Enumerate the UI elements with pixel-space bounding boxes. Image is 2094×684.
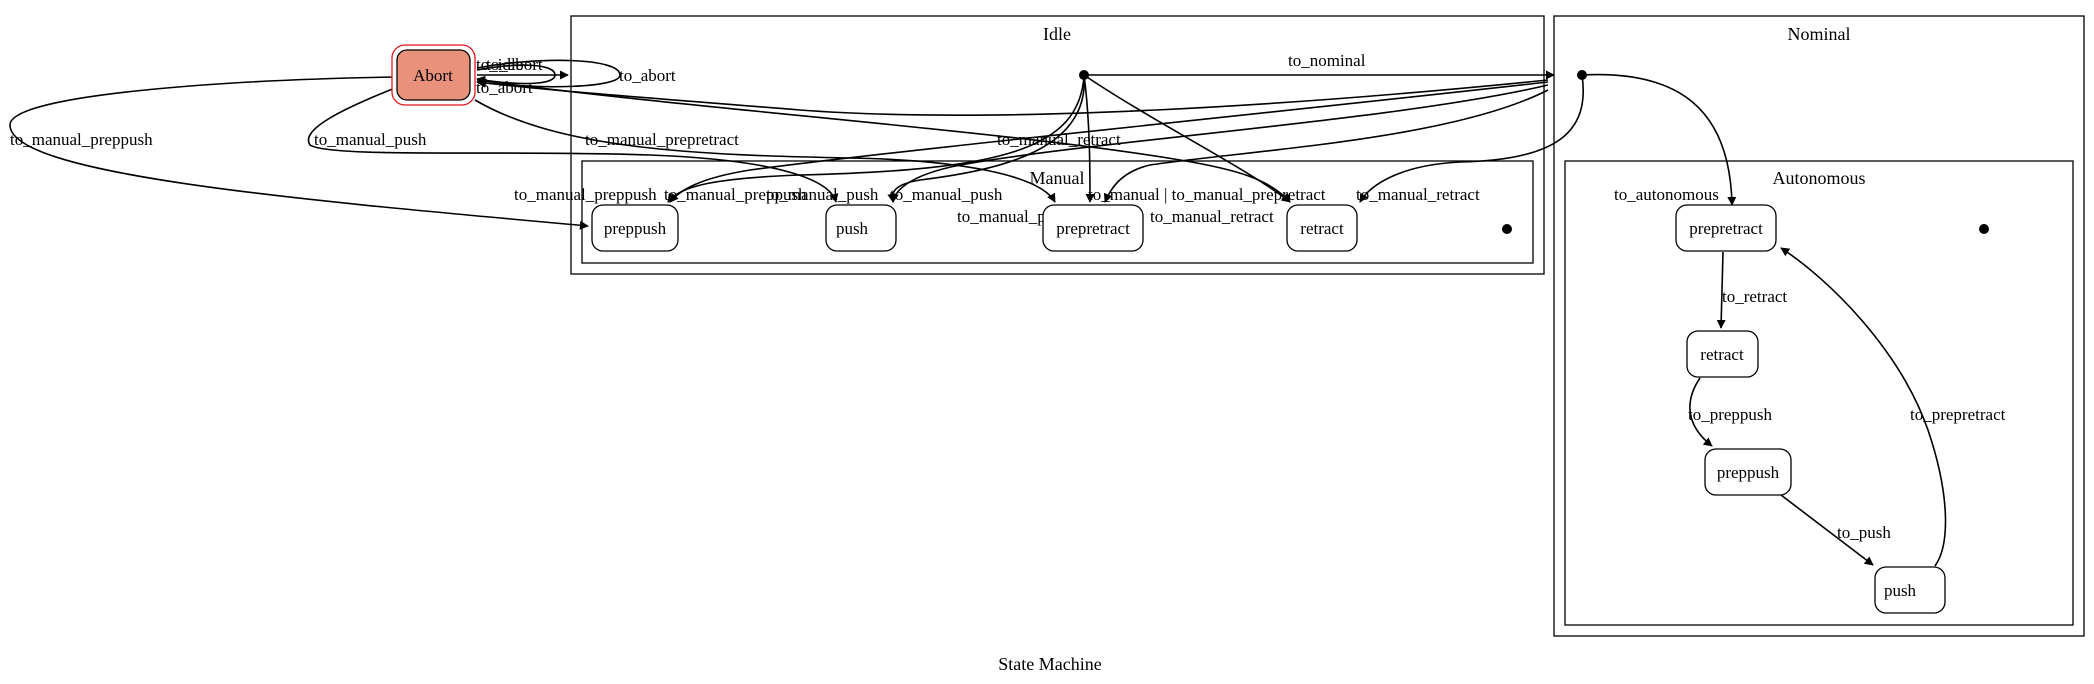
state-manual-prepretract[interactable]: prepretract — [1042, 204, 1144, 252]
label-abort-to-abort-c: to_abort — [476, 78, 533, 97]
state-auto-prepretract-label: prepretract — [1689, 219, 1763, 238]
label-to-autonomous: to_autonomous — [1614, 185, 1719, 204]
edge-abort-manual-prepretract — [474, 99, 1056, 203]
label-abort-manual-retract: to_manual_retract — [997, 130, 1121, 149]
state-auto-prepretract[interactable]: prepretract — [1675, 204, 1777, 252]
edge-nominal-manual-push — [889, 84, 1549, 203]
state-auto-preppush[interactable]: preppush — [1704, 448, 1792, 496]
edge-nominal-manual-preppush — [669, 81, 1549, 203]
edge-to-push — [1780, 494, 1874, 566]
label-idle-manual-retract: to_manual_retract — [1150, 207, 1274, 226]
state-manual-prepretract-label: prepretract — [1056, 219, 1130, 238]
edge-to-retract — [1716, 251, 1726, 329]
cluster-manual: Manual — [581, 160, 1534, 264]
edge-idle-manual-retract — [1083, 74, 1291, 203]
label-abort-manual-preppush: to_manual_preppush — [10, 130, 153, 149]
label-to-preppush: to_preppush — [1688, 405, 1773, 424]
state-manual-retract-label: retract — [1300, 219, 1344, 238]
edges — [9, 59, 1947, 567]
edge-to-abort-long — [477, 78, 1549, 116]
state-manual-preppush[interactable]: preppush — [591, 204, 679, 252]
edge-idle-manual-prepretract — [1083, 74, 1095, 203]
edge-idle-manual-push — [887, 74, 1085, 203]
label-to-prepretract: to_prepretract — [1910, 405, 2006, 424]
cluster-nominal-label: Nominal — [1788, 24, 1851, 44]
cluster-autonomous-label: Autonomous — [1772, 168, 1865, 188]
edge-labels: to_idle to_abort to_abort to_abort to_ma… — [10, 51, 2006, 542]
state-abort[interactable]: Abort — [391, 44, 476, 106]
state-abort-inner — [396, 49, 471, 101]
edge-to-prepretract — [1780, 247, 1947, 567]
edge-nominal-manual-retract — [1359, 74, 1584, 203]
autonomous-initial-dot — [1979, 224, 1989, 234]
state-manual-push-label: push — [836, 219, 869, 238]
label-abort-manual-prepretract: to_manual_prepretract — [585, 130, 739, 149]
label-idle-manual-push: to_manual_push — [766, 185, 879, 204]
label-abort-to-abort-a: to_abort — [486, 55, 543, 74]
cluster-idle-label: Idle — [1043, 24, 1071, 44]
label-idle-manual-combo: to_manual | to_manual_prepretract — [1088, 185, 1326, 204]
label-abort-to-idle: to_idle — [476, 55, 523, 74]
label-to-retract: to_retract — [1722, 287, 1787, 306]
cluster-idle: Idle — [570, 15, 1545, 275]
edge-nominal-manual-prepretract — [1103, 89, 1549, 203]
state-auto-retract-label: retract — [1700, 345, 1744, 364]
edge-idle-manual-preppush — [667, 74, 1085, 203]
manual-initial-dot — [1502, 224, 1512, 234]
state-auto-retract[interactable]: retract — [1686, 330, 1759, 378]
label-idle-manual-preppush: to_manual_preppush — [514, 185, 657, 204]
label-to-push: to_push — [1837, 523, 1891, 542]
edge-abort-manual-preppush — [9, 76, 589, 230]
label-idle-to-nominal: to_nominal — [1288, 51, 1366, 70]
state-auto-push-label: push — [1884, 581, 1917, 600]
cluster-nominal: Nominal — [1553, 15, 2085, 637]
state-manual-retract[interactable]: retract — [1286, 204, 1358, 252]
state-auto-preppush-label: preppush — [1717, 463, 1780, 482]
edge-abort-loop-1 — [476, 59, 621, 88]
label-abort-manual-push: to_manual_push — [314, 130, 427, 149]
label-nominal-manual-push: to_manual_push — [890, 185, 1003, 204]
state-abort-label: Abort — [413, 66, 453, 85]
cluster-autonomous: Autonomous — [1564, 160, 2074, 626]
edge-abort-manual-push — [307, 87, 839, 203]
state-manual-preppush-label: preppush — [604, 219, 667, 238]
label-nominal-manual-retract: to_manual_retract — [1356, 185, 1480, 204]
label-abort-to-abort-b: to_abort — [619, 66, 676, 85]
state-auto-push[interactable]: push — [1874, 566, 1946, 614]
edge-to-autonomous — [1581, 73, 1737, 206]
edge-to-preppush — [1689, 377, 1713, 447]
state-manual-push[interactable]: push — [825, 204, 897, 252]
edge-abort-manual-retract — [476, 79, 1291, 203]
diagram-title: State Machine — [998, 654, 1101, 674]
label-nominal-manual-preppush: to_manual_preppush — [664, 185, 807, 204]
cluster-manual-label: Manual — [1030, 168, 1085, 188]
